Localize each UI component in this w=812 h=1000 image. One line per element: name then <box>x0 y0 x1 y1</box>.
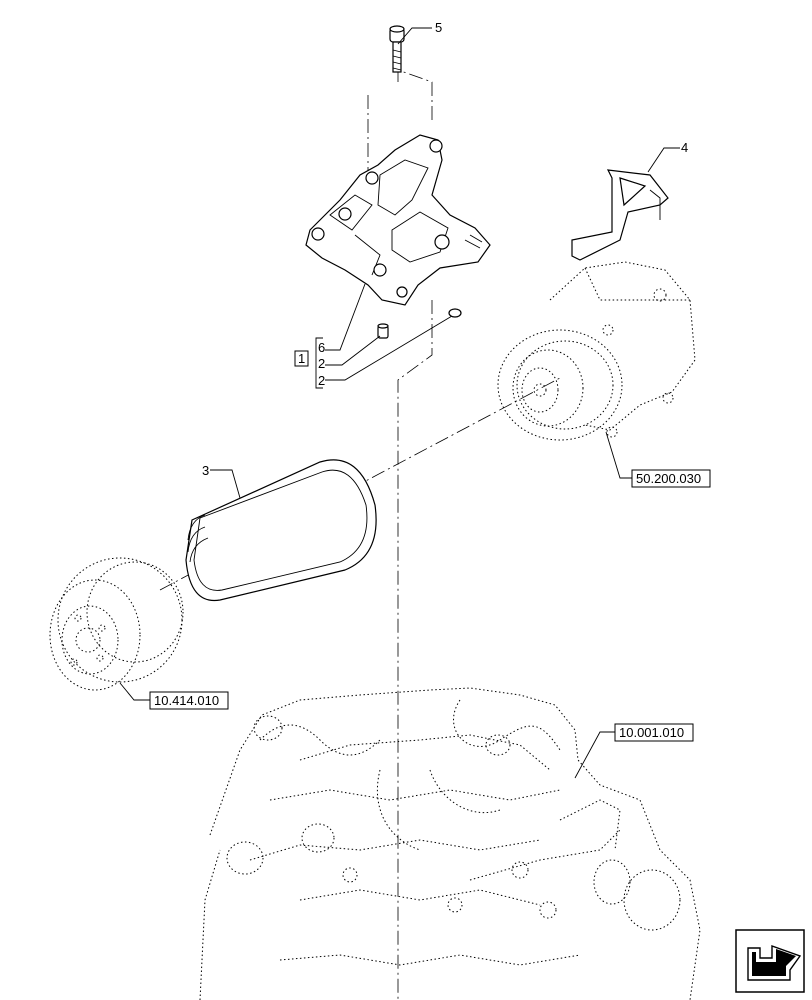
drive-belt-part <box>185 459 377 602</box>
support-bracket-part <box>571 169 669 261</box>
engine-part <box>199 687 701 1000</box>
leader-lines <box>119 27 680 779</box>
ref-box-compressor <box>631 469 711 488</box>
bolt-part <box>389 25 405 73</box>
ref-compressor: 50.200.030 <box>636 471 701 486</box>
callout-5: 5 <box>435 20 442 35</box>
compressor-part <box>497 261 696 441</box>
callout-4: 4 <box>681 140 688 155</box>
ref-box-engine <box>614 723 694 742</box>
callout-3: 3 <box>202 463 209 478</box>
callout-6: 6 <box>318 340 325 355</box>
bracket-part <box>305 134 491 306</box>
callout-2-dowel: 2 <box>318 373 325 388</box>
crank-pulley-part <box>49 557 184 691</box>
reference-labels: 50.200.030 10.414.010 10.001.010 <box>149 469 711 742</box>
callout-1: 1 <box>298 351 305 366</box>
callout-1-box <box>294 350 309 367</box>
callout-2-pin: 2 <box>318 356 325 371</box>
ref-engine: 10.001.010 <box>619 725 684 740</box>
callout-labels: 5 4 3 1 6 2 2 <box>202 20 688 478</box>
arrow-icon[interactable] <box>735 929 805 993</box>
ref-box-pulley <box>149 691 229 710</box>
ref-pulley: 10.414.010 <box>154 693 219 708</box>
pin-parts <box>377 308 462 339</box>
